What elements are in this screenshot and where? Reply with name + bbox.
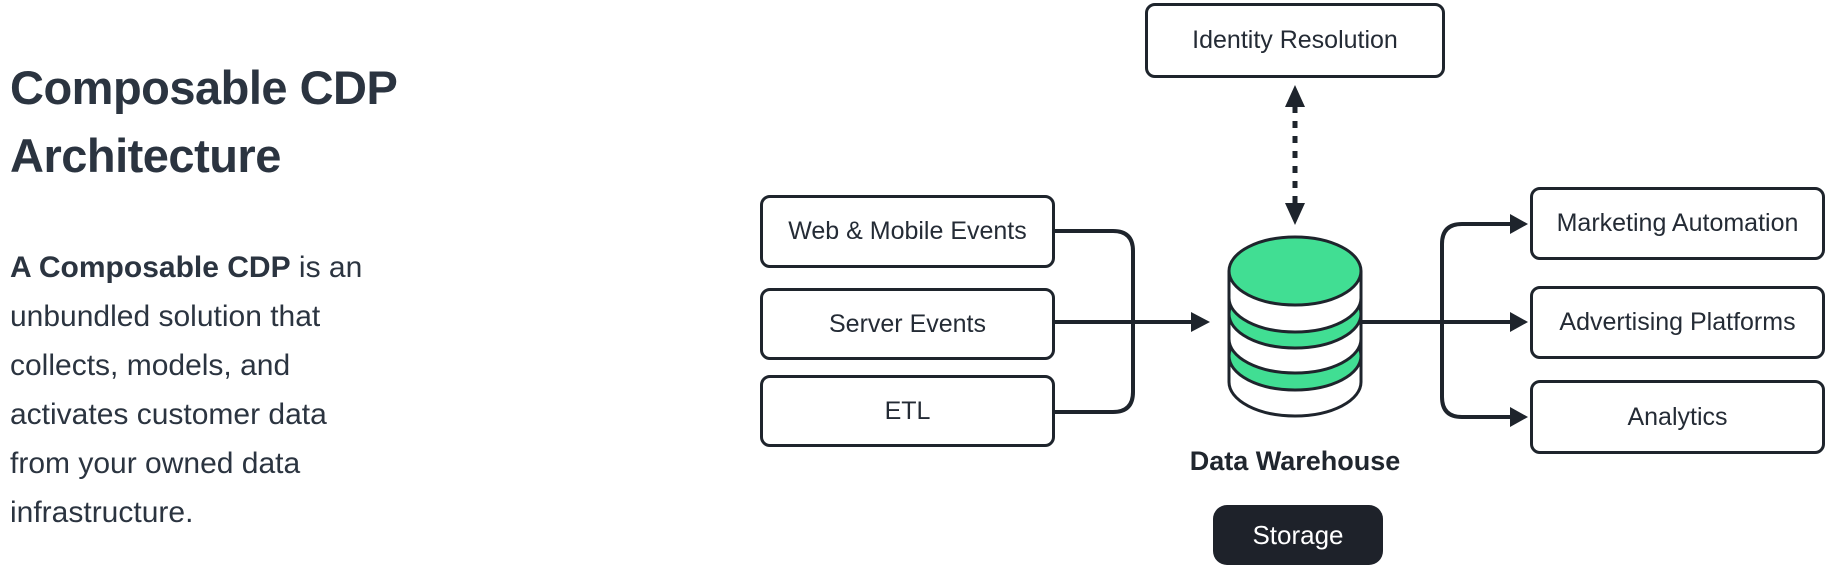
storage-badge-label: Storage [1252,519,1344,550]
page-title: Composable CDP Architecture [10,54,398,190]
warehouse-arrowhead-icon [1191,312,1210,332]
intro-line-2: unbundled solution that [10,300,321,333]
intro-paragraph: A Composable CDP is an unbundled solutio… [10,243,480,537]
server-events-label: Server Events [828,309,986,338]
identity-resolution-label: Identity Resolution [1192,26,1398,54]
intro-line-3: collects, models, and [10,349,291,382]
destination-2-arrowhead-icon [1510,312,1528,332]
identity-down-arrowhead-icon [1285,203,1305,225]
page-title-line-1: Composable CDP [10,61,398,114]
intro-bold-phrase: A Composable CDP [10,251,291,284]
identity-resolution-box: Identity Resolution [1145,3,1445,78]
destination-box-advertising-platforms: Advertising Platforms [1530,286,1825,359]
etl-label: ETL [884,396,931,425]
intro-line-1-rest: is an [290,251,363,284]
intro-line-5: from your owned data [10,447,301,480]
source-box-etl: ETL [760,375,1055,447]
destination-box-analytics: Analytics [1530,380,1825,454]
storage-badge: Storage [1213,505,1383,565]
database-icon [1227,235,1363,418]
destination-box-marketing-automation: Marketing Automation [1530,187,1825,260]
web-mobile-events-label: Web & Mobile Events [788,217,1027,245]
source-box-server-events: Server Events [760,288,1055,360]
advertising-platforms-label: Advertising Platforms [1559,308,1796,336]
intro-line-1: A Composable CDP is an [10,243,480,292]
destination-3-arrowhead-icon [1510,407,1528,427]
page-title-line-2: Architecture [10,129,281,182]
intro-line-4: activates customer data [10,398,327,431]
source-box-web-mobile-events: Web & Mobile Events [760,195,1055,268]
marketing-automation-label: Marketing Automation [1556,209,1799,237]
analytics-label: Analytics [1627,402,1728,431]
destination-branch-connector [1440,222,1511,419]
intro-line-6: infrastructure. [10,496,194,529]
identity-up-arrowhead-icon [1285,85,1305,107]
destination-1-arrowhead-icon [1510,214,1528,234]
data-warehouse-label: Data Warehouse [1189,446,1401,476]
